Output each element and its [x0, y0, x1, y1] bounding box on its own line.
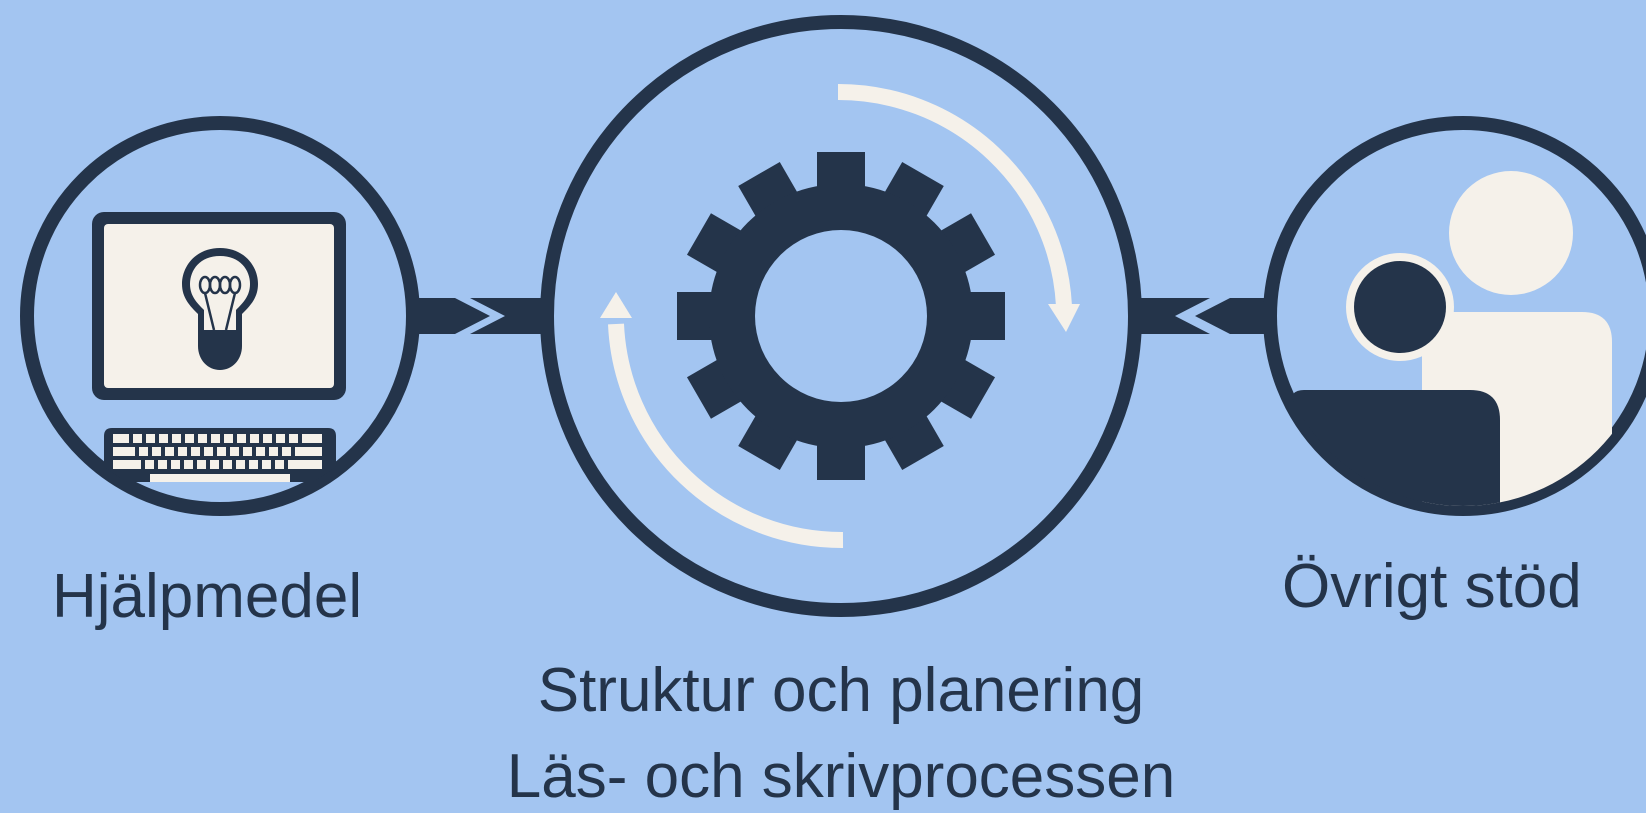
people-icon — [1263, 116, 1646, 516]
label-ovrigt-stod: Övrigt stöd — [1282, 552, 1582, 621]
connector-left — [408, 298, 545, 334]
label-struktur-och-planering: Struktur och planering — [537, 656, 1145, 725]
lightbulb-icon — [182, 248, 258, 370]
label-hjalpmedel: Hjälpmedel — [52, 562, 363, 631]
label-las-och-skrivprocessen: Läs- och skrivprocessen — [506, 742, 1176, 811]
computer-lightbulb-icon — [20, 116, 420, 516]
connector-right — [1137, 298, 1270, 334]
gear-icon — [677, 152, 1005, 480]
cycle-arrow-bottom — [600, 292, 844, 549]
gear-cycle-icon — [540, 15, 1142, 617]
person-back-head — [1449, 171, 1573, 295]
cycle-arrow-top — [837, 83, 1080, 332]
keyboard-icon — [104, 428, 336, 482]
